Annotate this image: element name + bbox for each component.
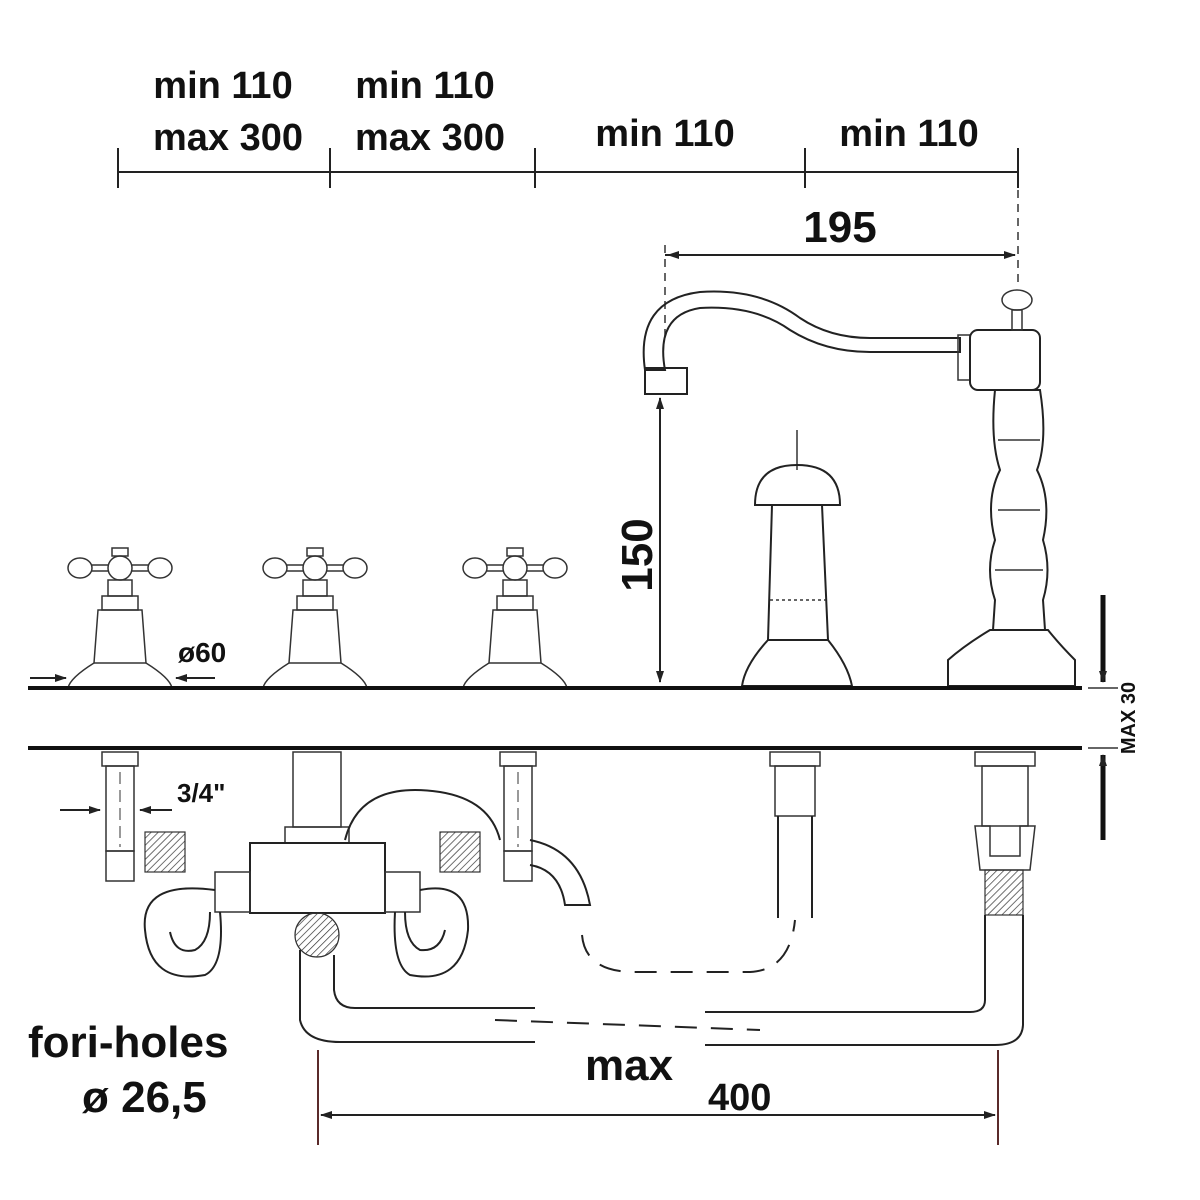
- hand-shower: [740, 430, 854, 687]
- spout-column: [642, 289, 1076, 687]
- thread-size-label: 3/4": [177, 778, 225, 808]
- spacing-3-min: min 110: [595, 113, 734, 155]
- spout-reach-label: 195: [803, 203, 876, 252]
- mixer-body: [143, 751, 592, 1043]
- spacing-2-max: max 300: [355, 117, 505, 159]
- spout-height-label: 150: [613, 518, 662, 591]
- spacing-1-max: max 300: [153, 117, 303, 159]
- spacing-2-min: min 110: [355, 65, 494, 107]
- holes-label: fori-holes: [28, 1018, 228, 1067]
- spout-supply-pipe: [705, 751, 1036, 1046]
- deck: [28, 686, 1082, 750]
- hand-shower-hose-connection: [581, 751, 821, 973]
- hose-length-value: 400: [708, 1077, 771, 1119]
- hose-length-label: max: [585, 1041, 674, 1090]
- valve-body-left: [101, 751, 139, 882]
- spacing-dimension-line: [117, 148, 1019, 188]
- cross-handle-middle: [262, 547, 368, 689]
- valve-body-right: [499, 751, 537, 882]
- handle-base-diameter-label: ø60: [178, 637, 226, 668]
- spacing-4-min: min 110: [839, 113, 978, 155]
- cross-handle-left: [67, 547, 173, 689]
- spacing-1-min: min 110: [153, 65, 292, 107]
- cross-handle-right: [462, 547, 568, 689]
- deck-thickness-dimension: [1088, 595, 1118, 840]
- holes-diameter: ø 26,5: [82, 1073, 207, 1122]
- deck-thickness-label: MAX 30: [1118, 682, 1140, 754]
